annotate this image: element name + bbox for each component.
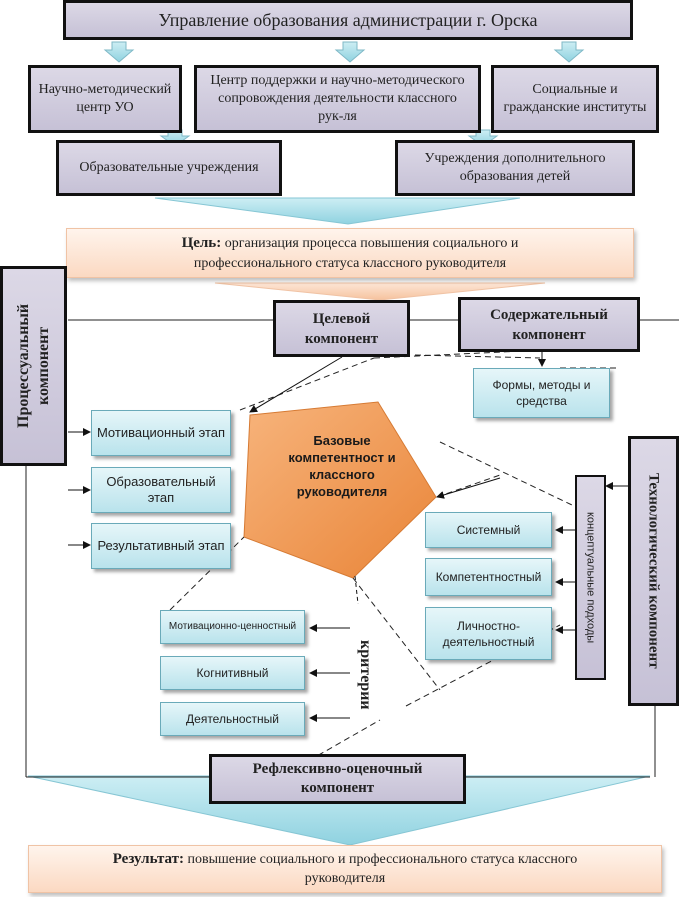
stage-motivational-label: Мотивационный этап	[96, 425, 226, 440]
criterion-activity-label: Деятельностный	[186, 712, 279, 726]
stage-educational: Образовательный этап	[91, 467, 231, 513]
approach-competence-label: Компетентностный	[435, 570, 542, 584]
arrow-down-3	[553, 41, 585, 63]
social-institutes-label: Социальные и гражданские институты	[503, 82, 647, 115]
criterion-cognitive: Когнитивный	[160, 656, 305, 690]
approach-personal-activity-label: Личностно-деятельностный	[442, 618, 535, 649]
additional-education-box: Учреждения дополнительного образования д…	[395, 140, 635, 196]
methodical-center-label: Научно-методический центр УО	[38, 82, 172, 115]
criterion-activity: Деятельностный	[160, 702, 305, 736]
content-component-box: Содержательный компонент	[458, 297, 640, 352]
forms-methods-label: Формы, методы и средства	[492, 378, 591, 408]
content-component-label: Содержательный компонент	[490, 306, 608, 343]
support-center-label: Центр поддержки и научно-методического с…	[210, 73, 465, 124]
stage-motivational: Мотивационный этап	[91, 410, 231, 456]
additional-education-label: Учреждения дополнительного образования д…	[424, 151, 606, 184]
criterion-cognitive-label: Когнитивный	[196, 666, 269, 680]
goal-label: Цель:	[181, 234, 222, 251]
header-title: Управление образования администрации г. …	[158, 9, 538, 30]
procedural-component-label: Процессуальный компонент	[14, 303, 52, 429]
technological-component-label: Технологический компонент	[645, 473, 662, 669]
educational-institutions-box: Образовательные учреждения	[56, 140, 282, 196]
education-department-header: Управление образования администрации г. …	[63, 0, 633, 40]
reflective-component-label: Рефлексивно-оценочный компонент	[252, 761, 423, 796]
approach-systemic-label: Системный	[456, 523, 521, 537]
criteria-label: критерии	[357, 640, 374, 710]
goal-text: организация процесса повышения социально…	[193, 235, 519, 271]
conceptual-approaches-box: концептуальные подходы	[575, 475, 606, 680]
stage-resultative: Результативный этап	[91, 523, 231, 569]
competence-pentagon	[243, 401, 437, 579]
criterion-motivational-value: Мотивационно-ценностный	[160, 610, 305, 644]
stage-educational-label: Образовательный этап	[106, 474, 216, 505]
basic-competences-label: Базовые компетентност и классного руково…	[288, 433, 396, 499]
methodical-center-box: Научно-методический центр УО	[28, 65, 182, 133]
goal-banner: Цель: организация процесса повышения соц…	[66, 228, 634, 278]
result-text: повышение социального и профессиональног…	[187, 852, 578, 886]
educational-institutions-label: Образовательные учреждения	[79, 160, 259, 175]
approach-competence: Компетентностный	[425, 558, 552, 596]
reflective-component-box: Рефлексивно-оценочный компонент	[209, 754, 466, 804]
target-component-box: Целевой компонент	[273, 300, 410, 357]
approach-systemic: Системный	[425, 512, 552, 548]
conceptual-approaches-label: концептуальные подходы	[584, 511, 597, 644]
procedural-component-box: Процессуальный компонент	[0, 266, 67, 466]
target-component-label: Целевой компонент	[304, 310, 379, 347]
result-banner: Результат: повышение социального и профе…	[28, 845, 662, 893]
funnel-arrow-goal	[154, 197, 521, 225]
support-center-box: Центр поддержки и научно-методического с…	[194, 65, 481, 133]
stage-resultative-label: Результативный этап	[97, 538, 225, 553]
funnel-arrow-targets	[214, 282, 546, 301]
approach-personal-activity: Личностно-деятельностный	[425, 607, 552, 660]
criterion-motivational-value-label: Мотивационно-ценностный	[168, 621, 297, 632]
social-institutes-box: Социальные и гражданские институты	[491, 65, 659, 133]
arrow-down-2	[334, 41, 366, 63]
arrow-down-1	[103, 41, 135, 63]
result-label: Результат:	[112, 851, 184, 867]
forms-methods-box: Формы, методы и средства	[473, 368, 610, 418]
technological-component-box: Технологический компонент	[628, 436, 679, 706]
